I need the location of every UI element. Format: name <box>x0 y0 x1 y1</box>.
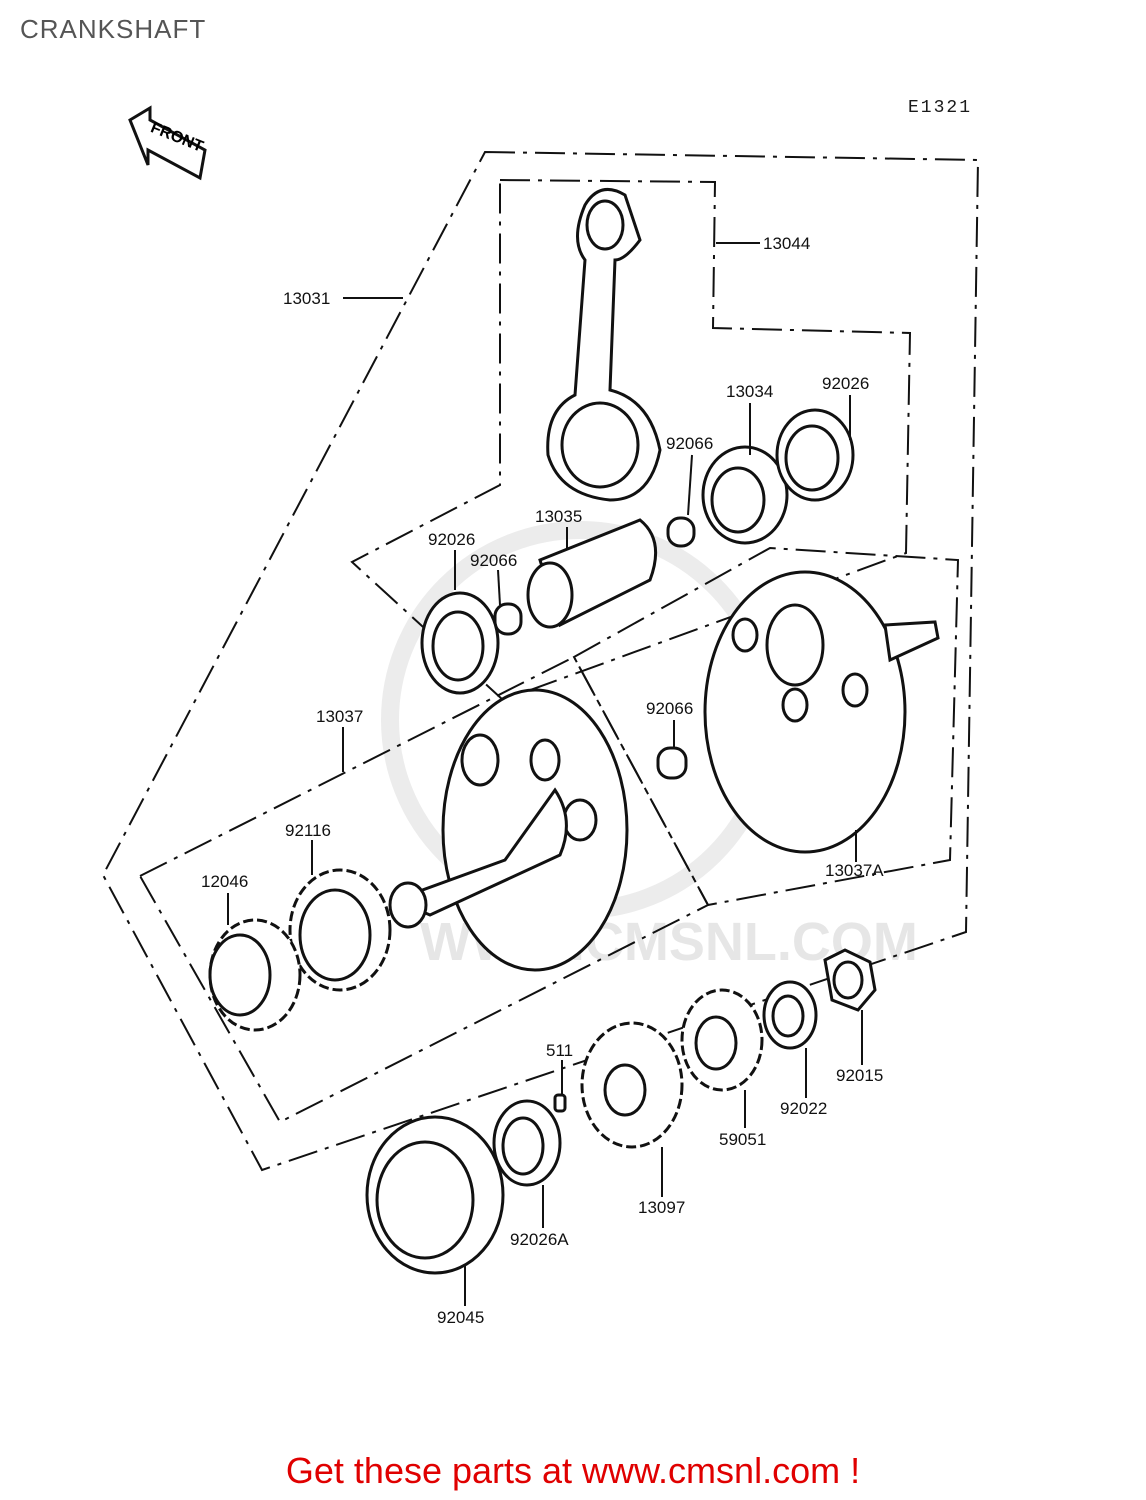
label-92022: 92022 <box>780 1099 827 1118</box>
thrust-washer-top <box>775 408 855 502</box>
bearing-92045 <box>365 1115 505 1275</box>
label-92015: 92015 <box>836 1066 883 1085</box>
gear-59051 <box>680 988 764 1092</box>
page-title: CRANKSHAFT <box>20 14 207 44</box>
label-92116: 92116 <box>285 821 331 840</box>
label-92045: 92045 <box>437 1308 484 1327</box>
label-59051: 59051 <box>719 1130 766 1149</box>
label-13037A: 13037A <box>825 861 884 880</box>
part-labels: 13031 13044 13034 92026 92066 13035 9202… <box>201 234 884 1327</box>
gear-12046 <box>208 918 302 1032</box>
label-511: 511 <box>546 1041 573 1060</box>
label-92066-a: 92066 <box>666 434 713 453</box>
label-12046: 12046 <box>201 872 248 891</box>
collar-b <box>493 602 523 636</box>
needle-bearing <box>701 445 789 545</box>
label-92026-left: 92026 <box>428 530 475 549</box>
flywheel-right <box>703 570 940 854</box>
gear-13097 <box>580 1021 684 1149</box>
woodruff-key <box>553 1093 567 1113</box>
label-13037: 13037 <box>316 707 363 726</box>
outline-13037A <box>572 546 960 907</box>
crank-pin <box>526 518 658 629</box>
thrust-washer-left <box>420 591 500 695</box>
collar-a <box>666 516 696 548</box>
label-13044: 13044 <box>763 234 810 253</box>
collar-c <box>656 746 688 780</box>
outline-13044 <box>350 178 912 702</box>
leader-lines <box>227 242 863 1306</box>
diagram-ref-code: E1321 <box>908 98 973 118</box>
flywheel-left <box>388 688 629 972</box>
nut-92015 <box>823 948 877 1012</box>
label-13031: 13031 <box>283 289 330 308</box>
oil-seal <box>492 1099 562 1187</box>
label-92026-top: 92026 <box>822 374 869 393</box>
label-92066-b: 92066 <box>470 551 517 570</box>
parts-diagram: WWW.CMSNL.COM FRONT <box>101 105 980 1327</box>
connecting-rod <box>546 187 662 502</box>
label-13034: 13034 <box>726 382 773 401</box>
promo-link[interactable]: Get these parts at www.cmsnl.com ! <box>285 1450 861 1491</box>
label-92026A: 92026A <box>510 1230 569 1249</box>
label-92066-c: 92066 <box>646 699 693 718</box>
gear-92116 <box>288 868 392 992</box>
washer-92022 <box>762 980 818 1050</box>
label-13097: 13097 <box>638 1198 685 1217</box>
outline-13031 <box>101 150 980 1172</box>
front-arrow: FRONT <box>128 105 207 181</box>
label-13035: 13035 <box>535 507 582 526</box>
